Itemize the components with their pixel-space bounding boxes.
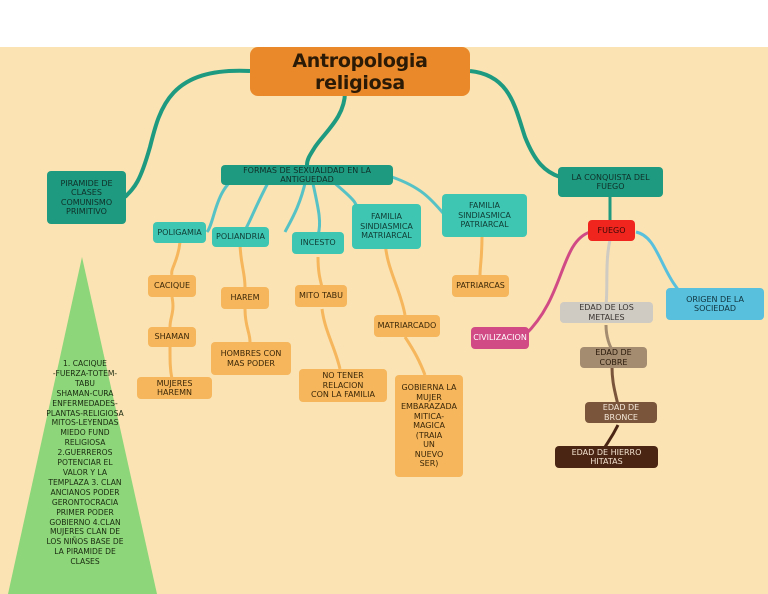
link-root-piramide (123, 68, 251, 199)
node-cacique-text: CACIQUE (153, 281, 191, 291)
node-piramide-text: PIRAMIDE DE CLASES COMUNISMO PRIMITIVO (60, 178, 113, 217)
node-piramide: PIRAMIDE DE CLASES COMUNISMO PRIMITIVO (47, 171, 126, 224)
node-mito-tabu: MITO TABU (295, 285, 347, 307)
node-fuego: FUEGO (588, 220, 635, 241)
node-formas-text: FORMAS DE SEXUALIDAD EN LA ANTIGUEDAD (243, 165, 371, 185)
node-gobierna-mujer: GOBIERNA LA MUJER EMBARAZADA MITICA-MAGI… (395, 375, 463, 477)
node-shaman: SHAMAN (148, 327, 196, 347)
node-no-tener-text: NO TENER RELACION CON LA FAMILIA (311, 371, 375, 400)
node-no-tener-relacion: NO TENER RELACION CON LA FAMILIA (299, 369, 387, 402)
node-familia-matriarcal-text: FAMILIA SINDIASMICA MATRIARCAL (360, 212, 413, 241)
node-poliandria-text: POLIANDRIA (216, 232, 265, 242)
node-shaman-text: SHAMAN (154, 332, 190, 342)
node-edad-metales: EDAD DE LOS METALES (560, 302, 653, 323)
root-title-text: Antropologia religiosa (292, 49, 428, 94)
link-root-formas (305, 91, 347, 166)
node-incesto: INCESTO (292, 232, 344, 254)
node-edad-hierro: EDAD DE HIERRO HITATAS (555, 446, 658, 468)
node-origen-sociedad: ORIGEN DE LA SOCIEDAD (666, 288, 764, 320)
node-edad-bronce: EDAD DE BRONCE (585, 402, 657, 423)
pyramid-text: 1. CACIQUE -FUERZA-TOTEM- TABU SHAMAN-CU… (46, 359, 124, 567)
node-fuego-text: FUEGO (597, 225, 626, 235)
mind-map-canvas: Antropologia religiosa PIRAMIDE DE CLASE… (0, 47, 768, 594)
node-cacique: CACIQUE (148, 275, 196, 297)
node-civilizacion-text: CIVILIZACION (473, 333, 527, 343)
class-pyramid (8, 257, 157, 594)
node-incesto-text: INCESTO (300, 238, 336, 248)
link-root-conquista (469, 69, 561, 179)
node-cobre-text: EDAD DE COBRE (595, 348, 632, 367)
node-mujeres-harem: MUJERES HAREMN (137, 377, 212, 399)
node-familia-patriarcal-text: FAMILIA SINDIASMICA PATRIARCAL (458, 201, 511, 230)
node-hombres-poder-text: HOMBRES CON MAS PODER (220, 349, 282, 368)
node-harem-text: HAREM (230, 293, 260, 303)
node-edad-cobre: EDAD DE COBRE (580, 347, 647, 368)
node-civilizacion: CIVILIZACION (471, 327, 529, 349)
node-origen-text: ORIGEN DE LA SOCIEDAD (686, 294, 744, 314)
node-familia-patriarcal: FAMILIA SINDIASMICA PATRIARCAL (442, 194, 527, 237)
node-conquista-text: LA CONQUISTA DEL FUEGO (571, 172, 650, 192)
node-gobierna-text: GOBIERNA LA MUJER EMBARAZADA MITICA-MAGI… (400, 383, 458, 469)
node-poliandria: POLIANDRIA (212, 227, 269, 247)
node-harem: HAREM (221, 287, 269, 309)
node-conquista: LA CONQUISTA DEL FUEGO (558, 167, 663, 197)
node-root-title: Antropologia religiosa (250, 47, 470, 96)
node-hierro-text: EDAD DE HIERRO HITATAS (571, 447, 642, 467)
node-formas: FORMAS DE SEXUALIDAD EN LA ANTIGUEDAD (221, 165, 393, 185)
node-familia-matriarcal: FAMILIA SINDIASMICA MATRIARCAL (352, 204, 421, 249)
node-matriarcado-text: MATRIARCADO (377, 321, 437, 331)
node-poligamia-text: POLIGAMIA (157, 227, 202, 237)
node-patriarcas-text: PATRIARCAS (456, 281, 505, 291)
node-mujeres-harem-text: MUJERES HAREMN (156, 378, 193, 398)
node-mito-tabu-text: MITO TABU (298, 291, 344, 301)
node-poligamia: POLIGAMIA (153, 222, 206, 243)
node-bronce-text: EDAD DE BRONCE (602, 403, 640, 422)
node-patriarcas: PATRIARCAS (452, 275, 509, 297)
node-metales-text: EDAD DE LOS METALES (579, 303, 634, 322)
node-hombres-poder: HOMBRES CON MAS PODER (211, 342, 291, 375)
node-matriarcado: MATRIARCADO (374, 315, 440, 337)
